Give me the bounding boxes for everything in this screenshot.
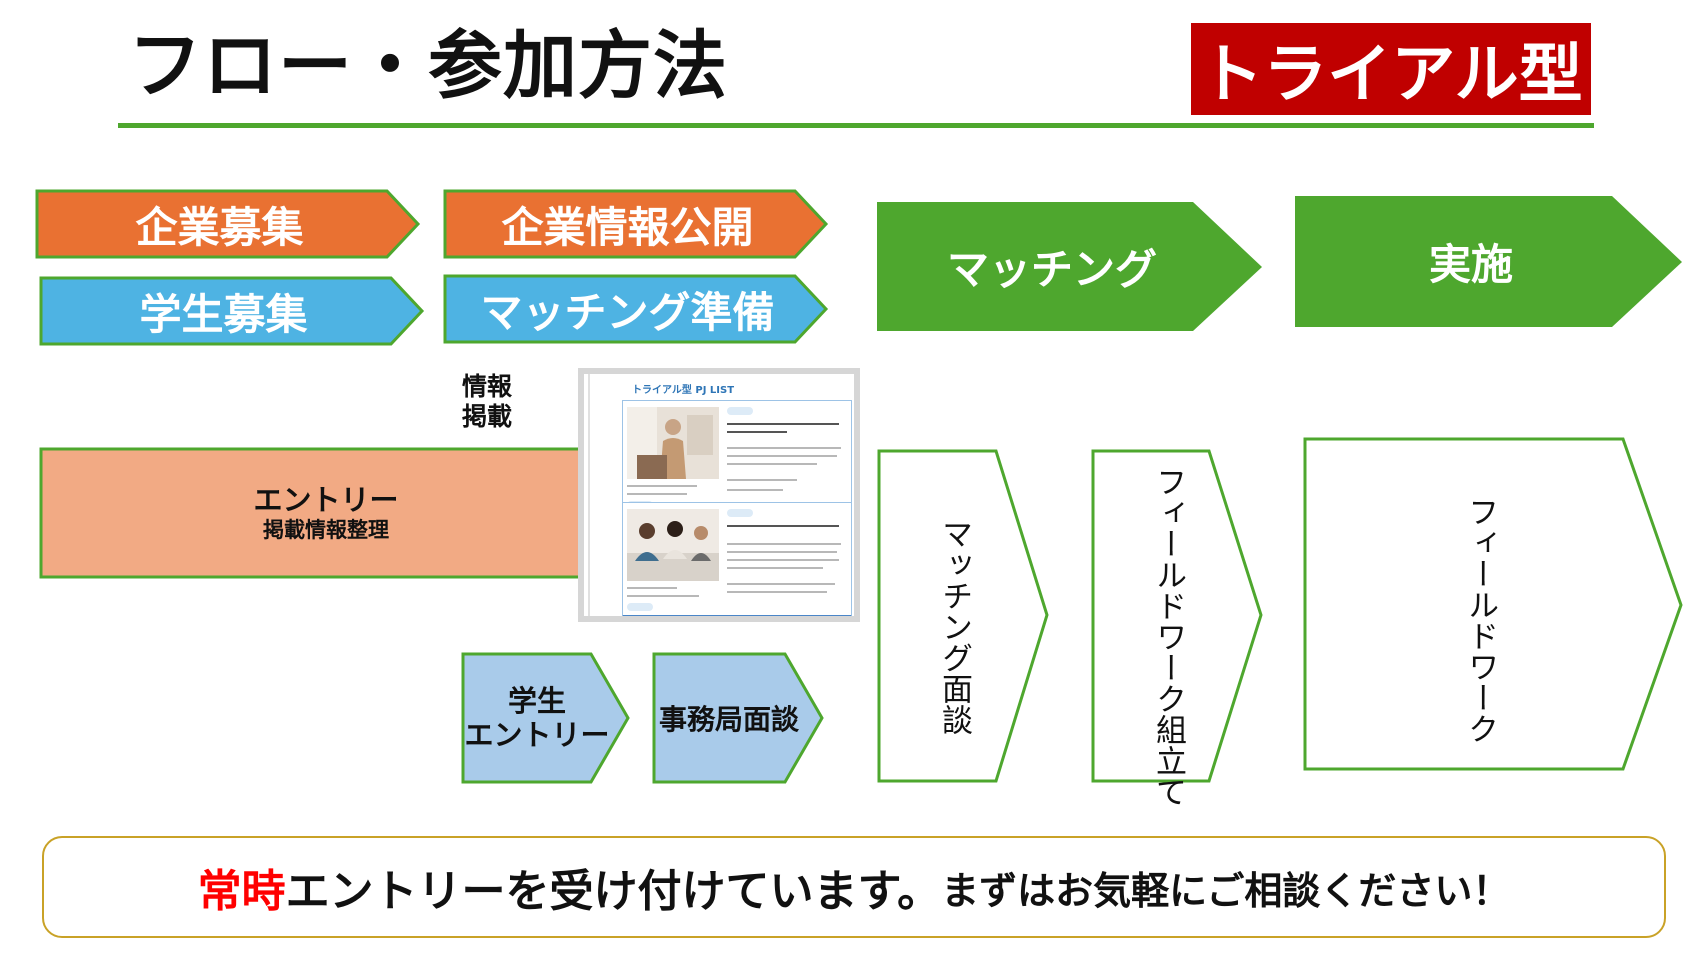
arrow-student-recruit <box>39 276 425 346</box>
meeting-photo-image <box>627 509 719 581</box>
type-badge: トライアル型 <box>1191 23 1591 115</box>
notice-tail: まずはお気軽にご相談ください！ <box>941 868 1511 913</box>
arrow-fieldwork <box>1303 437 1683 771</box>
matching-interview-label: マッチング面談 <box>936 518 972 735</box>
arrow-company-recruit <box>35 189 421 259</box>
company-info-label: 企業情報公開 <box>501 202 754 252</box>
entry-notice-box: 常時 エントリーを受け付けています。 まずはお気軽にご相談ください！ <box>42 836 1666 938</box>
notice-highlight: 常時 <box>197 866 286 917</box>
student-entry-label: 学生 エントリー <box>464 684 610 752</box>
arrow-company-info <box>443 189 829 259</box>
student-recruit-label: 学生募集 <box>139 289 308 339</box>
arrow-matching-prep <box>443 274 829 344</box>
project-list-thumbnail: トライアル型 PJ LIST <box>578 368 860 622</box>
thumbnail-card <box>622 400 852 516</box>
company-recruit-label: 企業募集 <box>135 202 304 252</box>
matching-prep-label: マッチング準備 <box>480 287 775 337</box>
title-underline <box>118 123 1594 128</box>
fieldwork-label: フィールドワーク <box>1462 496 1498 744</box>
arrow-fieldwork-setup <box>1091 449 1263 783</box>
thumbnail-page: トライアル型 PJ LIST <box>584 374 854 616</box>
matching-label: マッチング <box>946 245 1157 294</box>
info-posting-label: 情報 掲載 <box>462 372 513 431</box>
thumbnail-side-rule <box>588 374 590 616</box>
entry-label: エントリー 掲載情報整理 <box>253 483 399 542</box>
arrow-execution <box>1295 196 1682 327</box>
thumbnail-title: トライアル型 PJ LIST <box>632 385 735 396</box>
fieldwork-setup-label: フィールドワーク組立て <box>1150 466 1186 807</box>
arrow-office-interview <box>652 652 824 784</box>
office-interview-label: 事務局面談 <box>658 703 799 736</box>
thumbnail-card <box>622 502 852 616</box>
page-title: フロー・参加方法 <box>128 23 728 109</box>
arrow-matching <box>877 202 1262 331</box>
execution-label: 実施 <box>1428 240 1513 289</box>
arrow-student-entry <box>461 652 630 784</box>
office-photo-image <box>627 407 719 479</box>
arrow-matching-interview <box>877 449 1049 783</box>
notice-main: エントリーを受け付けています。 <box>285 866 942 917</box>
